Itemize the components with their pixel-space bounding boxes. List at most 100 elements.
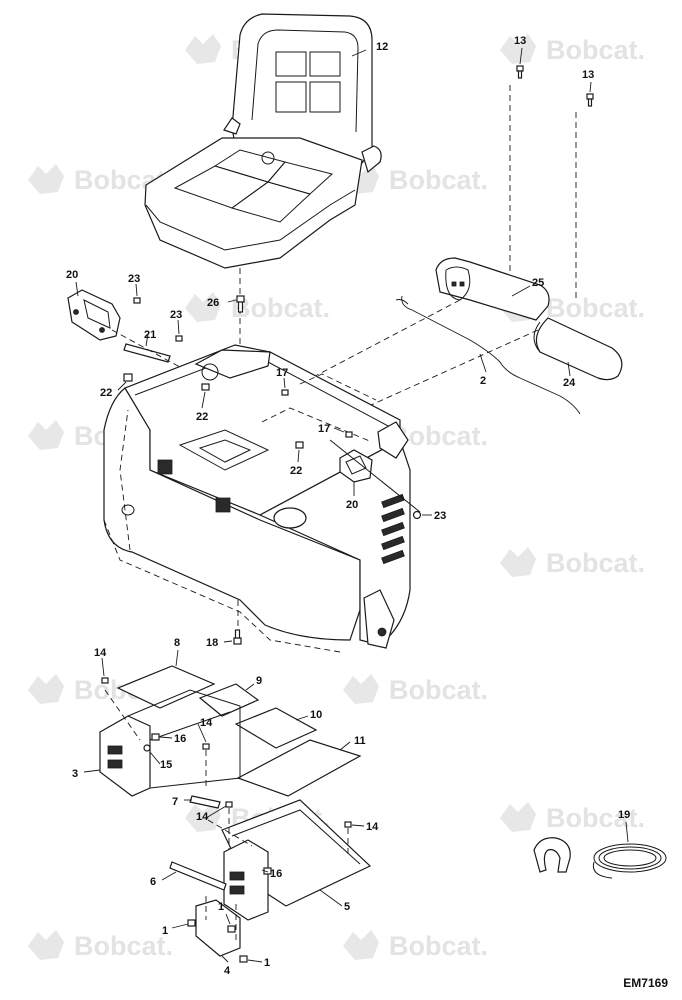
leader-16a bbox=[159, 736, 173, 739]
leader-19 bbox=[625, 821, 629, 843]
callout-14: 14 bbox=[196, 811, 209, 823]
frame-latch bbox=[215, 497, 231, 513]
leader-13a bbox=[519, 47, 523, 65]
callout-20: 20 bbox=[346, 499, 358, 511]
decal-panel bbox=[116, 665, 216, 709]
bolt-14 bbox=[344, 821, 352, 828]
bobcat-logo-icon bbox=[28, 674, 64, 704]
bolt-14 bbox=[101, 677, 109, 684]
callout-17: 17 bbox=[318, 423, 330, 435]
callout-17: 17 bbox=[276, 367, 288, 379]
leader-21 bbox=[145, 333, 149, 347]
bobcat-logo-icon bbox=[28, 930, 64, 960]
leader-15 bbox=[149, 751, 161, 765]
bobcat-watermark: Bobcat. bbox=[343, 164, 488, 195]
switch-bracket-body bbox=[67, 289, 121, 341]
callout-26: 26 bbox=[207, 297, 219, 309]
leader-14c bbox=[205, 805, 227, 819]
callout-11: 11 bbox=[354, 735, 366, 747]
leader-lines bbox=[75, 47, 629, 963]
watermark-text: Bobcat. bbox=[546, 293, 645, 323]
bolt-shank bbox=[517, 70, 523, 79]
decal-panel bbox=[236, 739, 362, 797]
decal-11 bbox=[236, 739, 362, 797]
leader-23b bbox=[177, 319, 180, 335]
callout-13: 13 bbox=[582, 69, 594, 81]
bolt-14 bbox=[225, 801, 233, 808]
frame-latch bbox=[157, 459, 173, 475]
leader-1c bbox=[247, 959, 263, 963]
lower-assembly-guide bbox=[207, 819, 253, 847]
trim-coil bbox=[598, 846, 662, 870]
leader-11 bbox=[339, 741, 351, 751]
trim-coil bbox=[593, 843, 667, 873]
decal-9 bbox=[198, 683, 260, 717]
bolt-23-middle bbox=[175, 335, 183, 342]
bolt-17-upper bbox=[281, 389, 289, 396]
switch-button bbox=[99, 327, 105, 333]
trim-coil bbox=[603, 849, 657, 867]
bolt-head bbox=[133, 297, 141, 304]
lower-assembly-guide bbox=[104, 689, 141, 741]
seat-hinge-bracket bbox=[361, 145, 382, 174]
callout-7: 7 bbox=[172, 796, 178, 808]
cover-3 bbox=[99, 689, 241, 797]
watermark-text: Bobcat. bbox=[546, 803, 645, 833]
screw-1 bbox=[187, 919, 196, 927]
decal-panel bbox=[234, 707, 318, 749]
callout-23: 23 bbox=[170, 309, 182, 321]
seat-cushion bbox=[144, 137, 363, 269]
callout-labels: 12 13 13 25 24 2 20 23 23 21 22 22 26 17… bbox=[66, 35, 630, 977]
pan-slot bbox=[229, 871, 245, 881]
bobcat-logo-icon bbox=[28, 164, 64, 194]
callout-10: 10 bbox=[310, 709, 322, 721]
callout-25: 25 bbox=[532, 277, 544, 289]
leader-22c bbox=[297, 449, 300, 463]
leader-8 bbox=[175, 649, 179, 667]
leader-4 bbox=[221, 955, 229, 963]
nut bbox=[123, 373, 133, 382]
frame-inner-dash bbox=[299, 373, 377, 401]
callout-24: 24 bbox=[563, 377, 576, 389]
pan-slot bbox=[229, 885, 245, 895]
leader-9 bbox=[245, 683, 255, 691]
washer-23-right bbox=[412, 510, 422, 520]
frame-access-hole bbox=[121, 504, 135, 516]
switch-body bbox=[339, 449, 373, 483]
bobcat-watermark: Bobcat. bbox=[28, 930, 173, 961]
frame-outline-dash bbox=[119, 409, 131, 551]
cover-side bbox=[99, 715, 151, 797]
nut-22-left bbox=[123, 373, 133, 382]
callout-13: 13 bbox=[514, 35, 526, 47]
bobcat-logo-icon bbox=[500, 547, 536, 577]
seat-back-cushion-panel bbox=[275, 51, 307, 77]
callout-15: 15 bbox=[160, 759, 172, 771]
frame-outline-dash bbox=[103, 519, 341, 653]
bolt-head bbox=[516, 65, 524, 72]
leader-18 bbox=[223, 640, 233, 643]
callout-3: 3 bbox=[72, 768, 78, 780]
leader-14a bbox=[101, 657, 105, 677]
watermark-text: Bobcat. bbox=[389, 165, 488, 195]
bolt-head bbox=[233, 637, 242, 645]
figure-code: EM7169 bbox=[623, 976, 668, 990]
callout-14: 14 bbox=[200, 717, 213, 729]
callout-22: 22 bbox=[100, 387, 112, 399]
leader-3 bbox=[83, 769, 101, 773]
frame-rear-upper-post bbox=[194, 349, 271, 379]
frame-vent-slot bbox=[381, 521, 405, 537]
bolt-18 bbox=[233, 629, 242, 645]
bolt-13-right bbox=[586, 93, 594, 107]
leader-22a bbox=[117, 381, 127, 391]
rod-6 bbox=[169, 861, 227, 891]
callout-23: 23 bbox=[434, 510, 446, 522]
decal-10 bbox=[234, 707, 318, 749]
bolt-head bbox=[586, 93, 594, 100]
trim-profile bbox=[533, 837, 571, 873]
bobcat-watermark: Bobcat. bbox=[343, 930, 488, 961]
callout-6: 6 bbox=[150, 876, 156, 888]
callout-9: 9 bbox=[256, 675, 262, 687]
armrest-bolt-hole bbox=[459, 281, 465, 287]
seat-back-inner-frame bbox=[251, 29, 359, 133]
pan-5 bbox=[221, 799, 372, 921]
